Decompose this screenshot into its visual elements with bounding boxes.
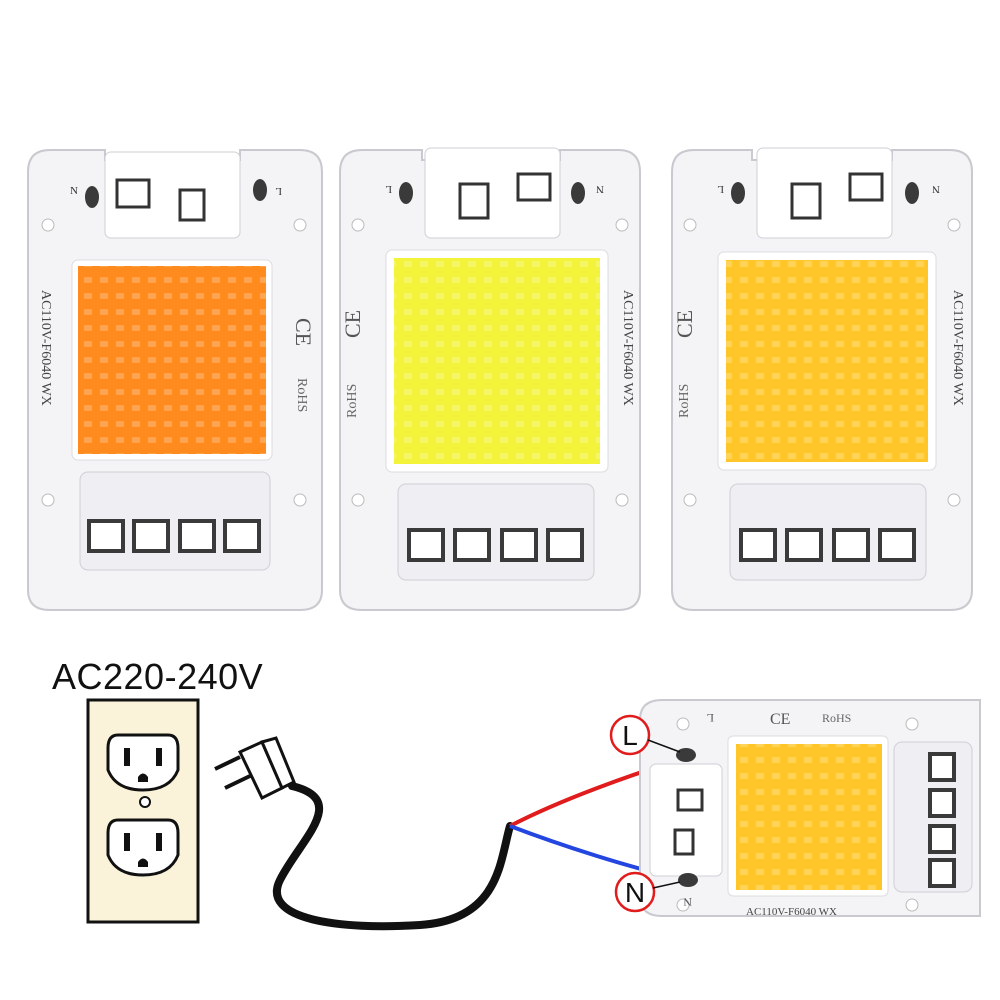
led-chips-group: N L AC110V-F6040 WX CE RoHS L N AC110V-F… (27, 147, 973, 611)
mount-hole (615, 493, 629, 507)
led-grid (78, 266, 266, 454)
terminal-pad (785, 528, 823, 562)
ic-pad (673, 828, 695, 856)
terminal-pad (87, 519, 125, 553)
ic-pad (790, 182, 822, 220)
neutral-callout: N (614, 871, 656, 913)
wiring-diagram: L N CE RoHS AC110V-F6040 WX L N (86, 698, 981, 931)
terminal-pad (928, 752, 956, 782)
terminal-pad (178, 519, 216, 553)
mount-hole (293, 493, 307, 507)
led-chip-orange: N L AC110V-F6040 WX CE RoHS (27, 149, 323, 611)
led-chip-cool-white: L N AC110V-F6040 WX CE RoHS (339, 147, 641, 611)
ic-pad (676, 788, 704, 812)
terminal-pad (832, 528, 870, 562)
led-grid (726, 260, 928, 462)
live-pointer (647, 739, 681, 753)
mount-hole (683, 493, 697, 507)
solder-point (85, 186, 99, 208)
rohs-mark: RoHS (677, 384, 692, 418)
solder-point (399, 182, 413, 204)
solder-point-neutral (678, 873, 698, 887)
live-callout: L (609, 714, 651, 756)
power-plug (214, 736, 296, 801)
live-callout-text: L (622, 720, 638, 751)
supply-voltage-label: AC220-240V (52, 656, 264, 697)
n-mark: N (683, 895, 692, 909)
n-mark: N (70, 185, 78, 197)
rohs-mark: RoHS (294, 378, 309, 412)
mount-hole (905, 717, 919, 731)
mount-hole (41, 493, 55, 507)
ic-pad (178, 188, 206, 222)
chip-model-text: AC110V-F6040 WX (746, 906, 837, 918)
l-mark: L (275, 185, 282, 197)
mount-hole (947, 493, 961, 507)
mount-hole (615, 218, 629, 232)
chip-model-text: AC110V-F6040 WX (950, 290, 965, 406)
terminal-pad (132, 519, 170, 553)
led-grid (394, 258, 600, 464)
mount-hole (683, 218, 697, 232)
driver-ic-housing (649, 763, 723, 877)
chip-model-text: AC110V-F6040 WX (38, 290, 53, 406)
n-mark: N (596, 183, 604, 195)
rohs-mark: RoHS (822, 711, 851, 725)
wall-outlet (86, 698, 200, 924)
led-grid (736, 744, 882, 890)
terminal-pad (928, 858, 956, 888)
ic-pad (516, 172, 552, 202)
l-mark: L (385, 183, 392, 195)
socket-top (106, 733, 180, 792)
driver-ic-housing (104, 151, 241, 239)
power-cord (273, 782, 514, 931)
terminal-pad (500, 528, 538, 562)
terminal-pad (546, 528, 584, 562)
terminal-block (397, 483, 595, 581)
ce-mark: CE (770, 711, 790, 728)
chip-model-text: AC110V-F6040 WX (620, 290, 635, 406)
ic-pad (458, 182, 490, 220)
terminal-pad (739, 528, 777, 562)
ce-mark: CE (291, 318, 316, 346)
n-mark: N (932, 183, 940, 195)
terminal-pad (407, 528, 445, 562)
mount-hole (293, 218, 307, 232)
terminal-pad (453, 528, 491, 562)
ic-pad (115, 178, 151, 209)
ic-pad (848, 172, 884, 202)
terminal-block (79, 471, 271, 571)
solder-point (731, 182, 745, 204)
mount-hole (676, 898, 690, 912)
led-chip-wired: L N CE RoHS AC110V-F6040 WX (639, 699, 981, 918)
neutral-pointer (652, 881, 681, 889)
terminal-pad (223, 519, 261, 553)
ce-mark: CE (672, 310, 697, 338)
terminal-block (729, 483, 927, 581)
ce-mark: CE (340, 310, 365, 338)
mount-hole (351, 218, 365, 232)
rohs-mark: RoHS (345, 384, 360, 418)
l-mark: L (707, 711, 714, 725)
mount-hole (676, 717, 690, 731)
outlet-plate (86, 698, 200, 924)
solder-point (905, 182, 919, 204)
mount-hole (41, 218, 55, 232)
screw (139, 796, 151, 808)
solder-point (253, 179, 267, 201)
solder-point-live (676, 748, 696, 762)
terminal-pad (928, 824, 956, 854)
l-mark: L (717, 183, 724, 195)
socket-bottom (106, 818, 180, 877)
solder-point (571, 182, 585, 204)
mount-hole (947, 218, 961, 232)
mount-hole (351, 493, 365, 507)
terminal-pad (878, 528, 916, 562)
led-chip-warm-white: L N AC110V-F6040 WX CE RoHS (671, 147, 973, 611)
neutral-callout-text: N (625, 877, 645, 908)
mount-hole (905, 898, 919, 912)
terminal-pad (928, 788, 956, 818)
